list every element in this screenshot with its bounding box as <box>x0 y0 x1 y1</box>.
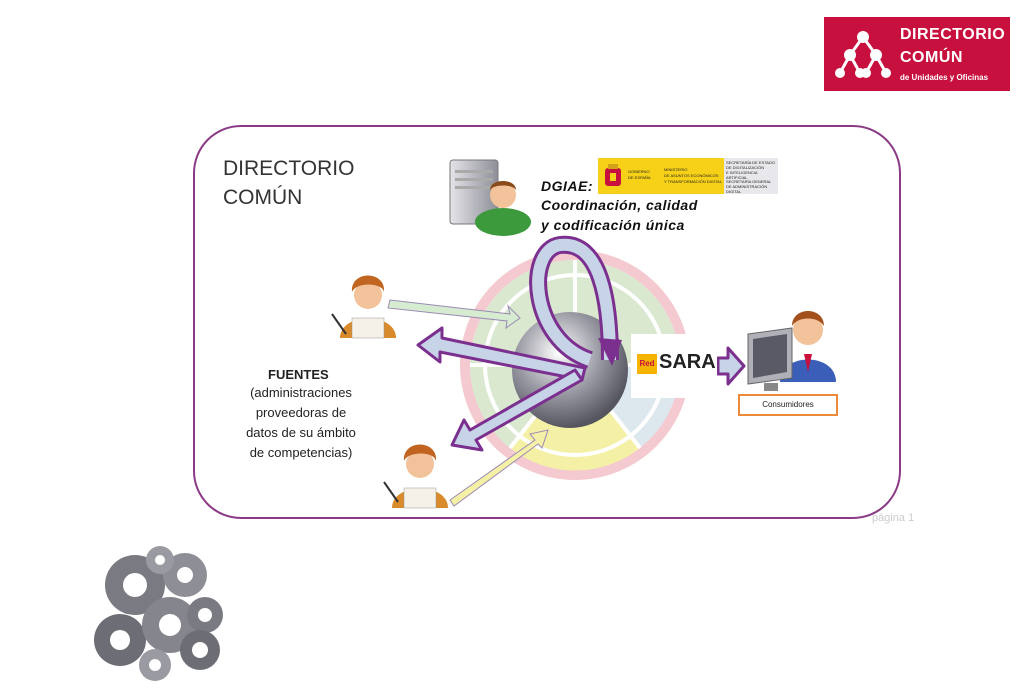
fuentes-line3: datos de su ámbito <box>246 425 356 440</box>
consumidores-label: Consumidores <box>762 400 814 409</box>
red-label: Red <box>637 354 657 374</box>
arrow-to-consumers <box>716 346 746 386</box>
fuentes-line1: (administraciones <box>250 385 352 400</box>
gov-right-line1: SECRETARÍA DE ESTADO <box>726 160 775 165</box>
source-arrow-bottom <box>449 429 549 507</box>
gov-right-line4: SECRETARÍA GENERAL <box>726 179 772 184</box>
gov-ministry-line2: DE ASUNTOS ECONÓMICOS <box>664 173 719 178</box>
logo-line3: de Unidades y Oficinas <box>900 73 989 82</box>
diagram-frame <box>193 125 901 519</box>
gov-right-line2: DE DIGITALIZACIÓN <box>726 165 765 170</box>
red-sara-logo: Red SARA <box>631 334 717 398</box>
diagram-title-line2: COMÚN <box>223 186 303 209</box>
network-tree-icon <box>835 31 891 78</box>
consumer-computer-icon <box>747 311 836 391</box>
source-arrow-top <box>387 299 521 330</box>
source-person-top-icon <box>331 275 396 339</box>
coat-of-arms-icon <box>605 164 621 186</box>
return-arrow-left-bottom <box>450 368 584 452</box>
fuentes-line2: proveedoras de <box>255 405 347 420</box>
gov-left-line2: DE ESPAÑA <box>628 175 651 180</box>
sara-label: SARA <box>659 351 716 373</box>
gov-ministry-line3: Y TRANSFORMACIÓN DIGITAL <box>664 179 723 184</box>
diagram-title-line1: DIRECTORIO <box>223 157 355 180</box>
gov-right-line5: DE ADMINISTRACIÓN DIGITAL <box>726 184 768 194</box>
logo-line2: Común <box>900 49 963 66</box>
directorio-comun-logo: Directorio Común de Unidades y Oficinas <box>824 17 1010 91</box>
consumidores-box <box>738 394 838 416</box>
gears-icon <box>94 546 223 681</box>
server-person-icon <box>449 159 531 236</box>
page-number: página 1 <box>872 512 915 524</box>
gov-right-line3: E INTELIGENCIA ARTIFICIAL <box>726 170 758 180</box>
fuentes-line4: de competencias) <box>249 445 353 460</box>
fuentes-title: FUENTES <box>268 367 329 382</box>
source-person-bottom-icon <box>383 444 448 509</box>
return-arrow-left-top <box>416 326 587 382</box>
coordination-loop-arrow <box>529 235 622 369</box>
logo-line1: Directorio <box>900 26 1006 43</box>
dgiae-description-line1: Coordinación, calidad <box>541 197 698 213</box>
dgiae-description-line2: y codificación única <box>541 217 685 233</box>
gov-ministry-line1: MINISTERIO <box>664 167 688 172</box>
dgiae-label: DGIAE: <box>541 178 593 194</box>
gov-left-line1: GOBIERNO <box>628 169 650 174</box>
government-banner: GOBIERNO DE ESPAÑA MINISTERIO DE ASUNTOS… <box>598 158 778 194</box>
